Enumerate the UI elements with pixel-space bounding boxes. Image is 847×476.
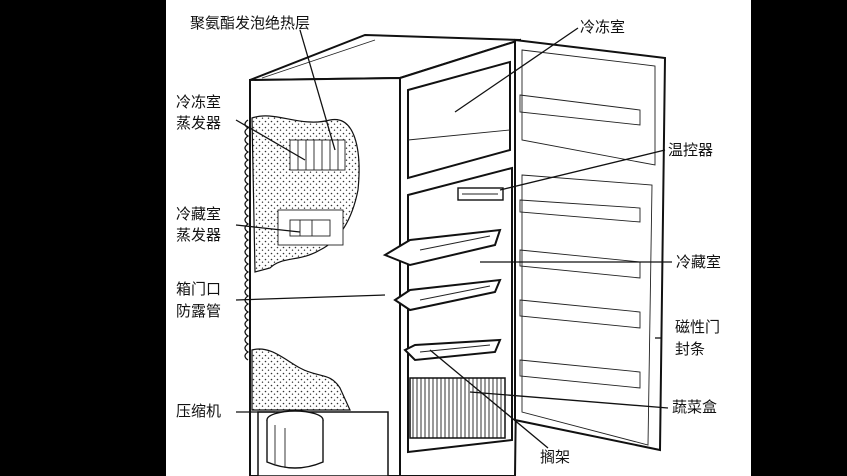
label-insulation: 聚氨酯发泡绝热层 <box>190 14 311 32</box>
label-crisper: 蔬菜盒 <box>672 398 718 416</box>
label-door-pipe-line2: 防露管 <box>176 302 222 320</box>
label-compressor: 压缩机 <box>176 402 222 420</box>
label-fridge-evaporator-line2: 蒸发器 <box>176 226 222 244</box>
label-freezer-evaporator-line2: 蒸发器 <box>176 114 222 132</box>
label-thermostat: 温控器 <box>668 141 714 159</box>
label-fridge: 冷藏室 <box>676 253 722 271</box>
label-door-pipe-line1: 箱门口 <box>176 280 222 298</box>
label-shelf: 搁架 <box>540 448 571 466</box>
label-gasket-line1: 磁性门 <box>675 318 721 336</box>
label-gasket-line2: 封条 <box>675 340 706 358</box>
insulation-cutaway <box>251 115 360 411</box>
leader-lines <box>235 27 672 449</box>
label-freezer: 冷冻室 <box>580 18 626 36</box>
label-freezer-evaporator-line1: 冷冻室 <box>176 93 222 111</box>
label-fridge-evaporator-line1: 冷藏室 <box>176 205 222 223</box>
compressor-drawing <box>257 410 389 476</box>
fridge-compartment <box>382 166 513 454</box>
freezer-compartment <box>407 60 511 180</box>
side-coil <box>244 119 250 361</box>
door <box>514 38 667 452</box>
